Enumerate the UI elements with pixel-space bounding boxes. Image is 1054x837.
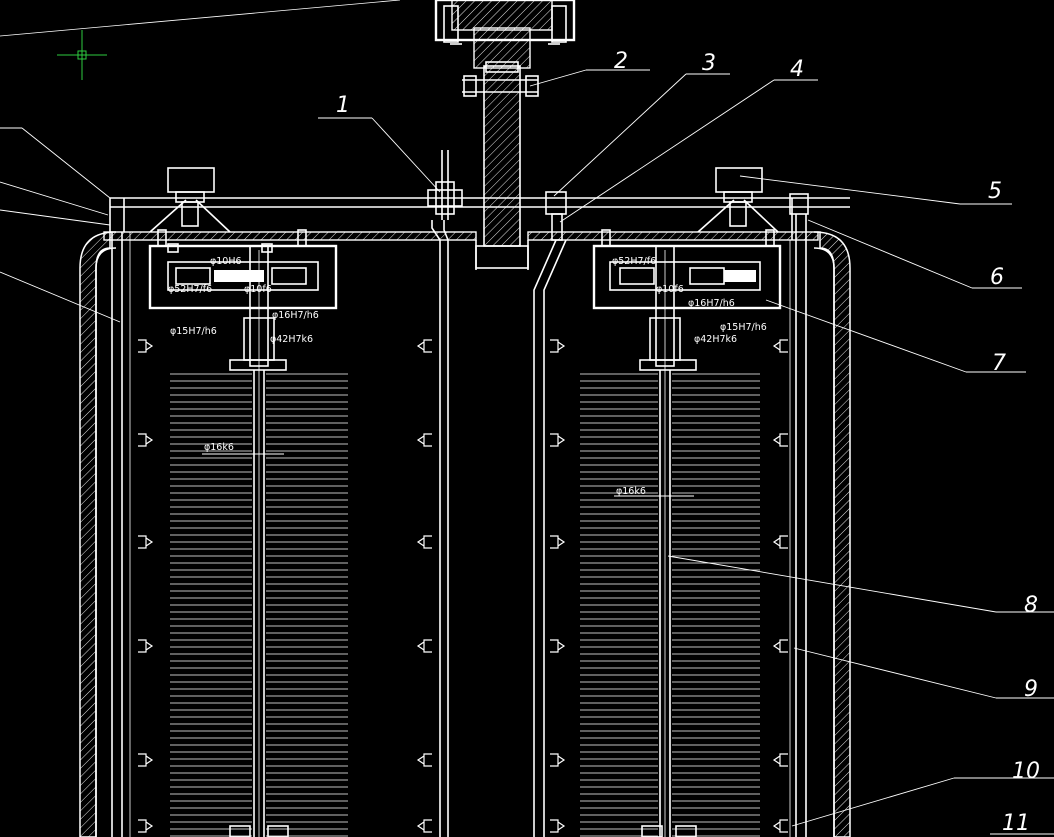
nozzle-icon: [772, 433, 788, 447]
nozzle-icon: [416, 339, 432, 353]
balloon-1: 1: [336, 93, 350, 118]
nozzle-icon: [550, 535, 566, 549]
dim-tr-c: φ16H7/h6: [688, 298, 735, 309]
dim-tl-d: φ15H7/h6: [170, 326, 217, 337]
nozzle-icon: [138, 819, 154, 833]
nozzle-icon: [138, 753, 154, 767]
dim-tr-a: φ52H7/f6: [612, 256, 656, 267]
balloon-2: 2: [614, 49, 628, 74]
nozzle-icon: [138, 639, 154, 653]
nozzle-icon: [772, 639, 788, 653]
nozzle-icon: [772, 753, 788, 767]
balloon-8: 8: [1024, 593, 1038, 618]
nozzle-icon: [550, 639, 566, 653]
nozzle-icon: [138, 535, 154, 549]
dim-tl-c: φ10H6: [210, 256, 242, 267]
top-flange-assembly[interactable]: [434, 0, 576, 269]
nozzle-icon: [416, 753, 432, 767]
right-shaft[interactable]: [641, 250, 697, 837]
nozzle-icon: [772, 339, 788, 353]
balloon-9: 9: [1024, 677, 1038, 702]
left-motor-assembly[interactable]: [148, 167, 338, 371]
dim-tl-b: φ10f6: [244, 284, 272, 295]
nozzle-icon: [138, 339, 154, 353]
dim-tl-f: φ42H7k6: [270, 334, 313, 345]
nozzle-icon: [416, 433, 432, 447]
nozzle-icon: [550, 819, 566, 833]
nozzle-icon: [416, 535, 432, 549]
nozzle-icon: [550, 433, 566, 447]
center-pipes[interactable]: [427, 150, 567, 837]
nozzle-icon: [550, 339, 566, 353]
leader-lines: [202, 69, 1054, 835]
balloon-3: 3: [702, 51, 716, 76]
dim-tr-b: φ10f6: [656, 284, 684, 295]
balloon-6: 6: [990, 265, 1004, 290]
right-motor-assembly[interactable]: [592, 167, 782, 371]
dim-shaft-left: φ16k6: [204, 442, 234, 453]
nozzle-icon: [416, 819, 432, 833]
construction-lines: [0, 0, 401, 323]
balloon-5: 5: [988, 179, 1002, 204]
balloon-labels: 1 2 3 4 5 6 7 8 9 10 11: [336, 49, 1040, 836]
dim-shaft-right: φ16k6: [616, 486, 646, 497]
dim-tl-e: φ16H7/h6: [272, 310, 319, 321]
balloon-7: 7: [992, 351, 1006, 376]
bolt-markers: [157, 229, 775, 253]
crosshair-cursor-icon[interactable]: [57, 30, 107, 80]
balloon-11: 11: [1002, 811, 1030, 836]
dim-tr-d: φ15H7/h6: [720, 322, 767, 333]
top-cover-plate[interactable]: [103, 193, 850, 241]
dim-tl-a: φ52H7/f6: [168, 284, 212, 295]
dim-tr-e: φ42H7k6: [694, 334, 737, 345]
nozzle-icon: [550, 753, 566, 767]
spray-nozzles: [138, 339, 788, 833]
nozzle-icon: [772, 535, 788, 549]
filter-disc-stacks: [170, 373, 760, 837]
nozzle-icon: [416, 639, 432, 653]
balloon-4: 4: [790, 57, 804, 82]
nozzle-icon: [772, 819, 788, 833]
left-shaft[interactable]: [229, 250, 289, 837]
left-inner-wall[interactable]: [111, 232, 131, 837]
nozzle-icon: [138, 433, 154, 447]
right-inner-wall[interactable]: [789, 214, 807, 837]
balloon-10: 10: [1012, 759, 1040, 784]
dimension-annotations: φ16k6 φ16k6 φ52H7/f6 φ10f6 φ10H6 φ15H7/h…: [168, 256, 767, 497]
